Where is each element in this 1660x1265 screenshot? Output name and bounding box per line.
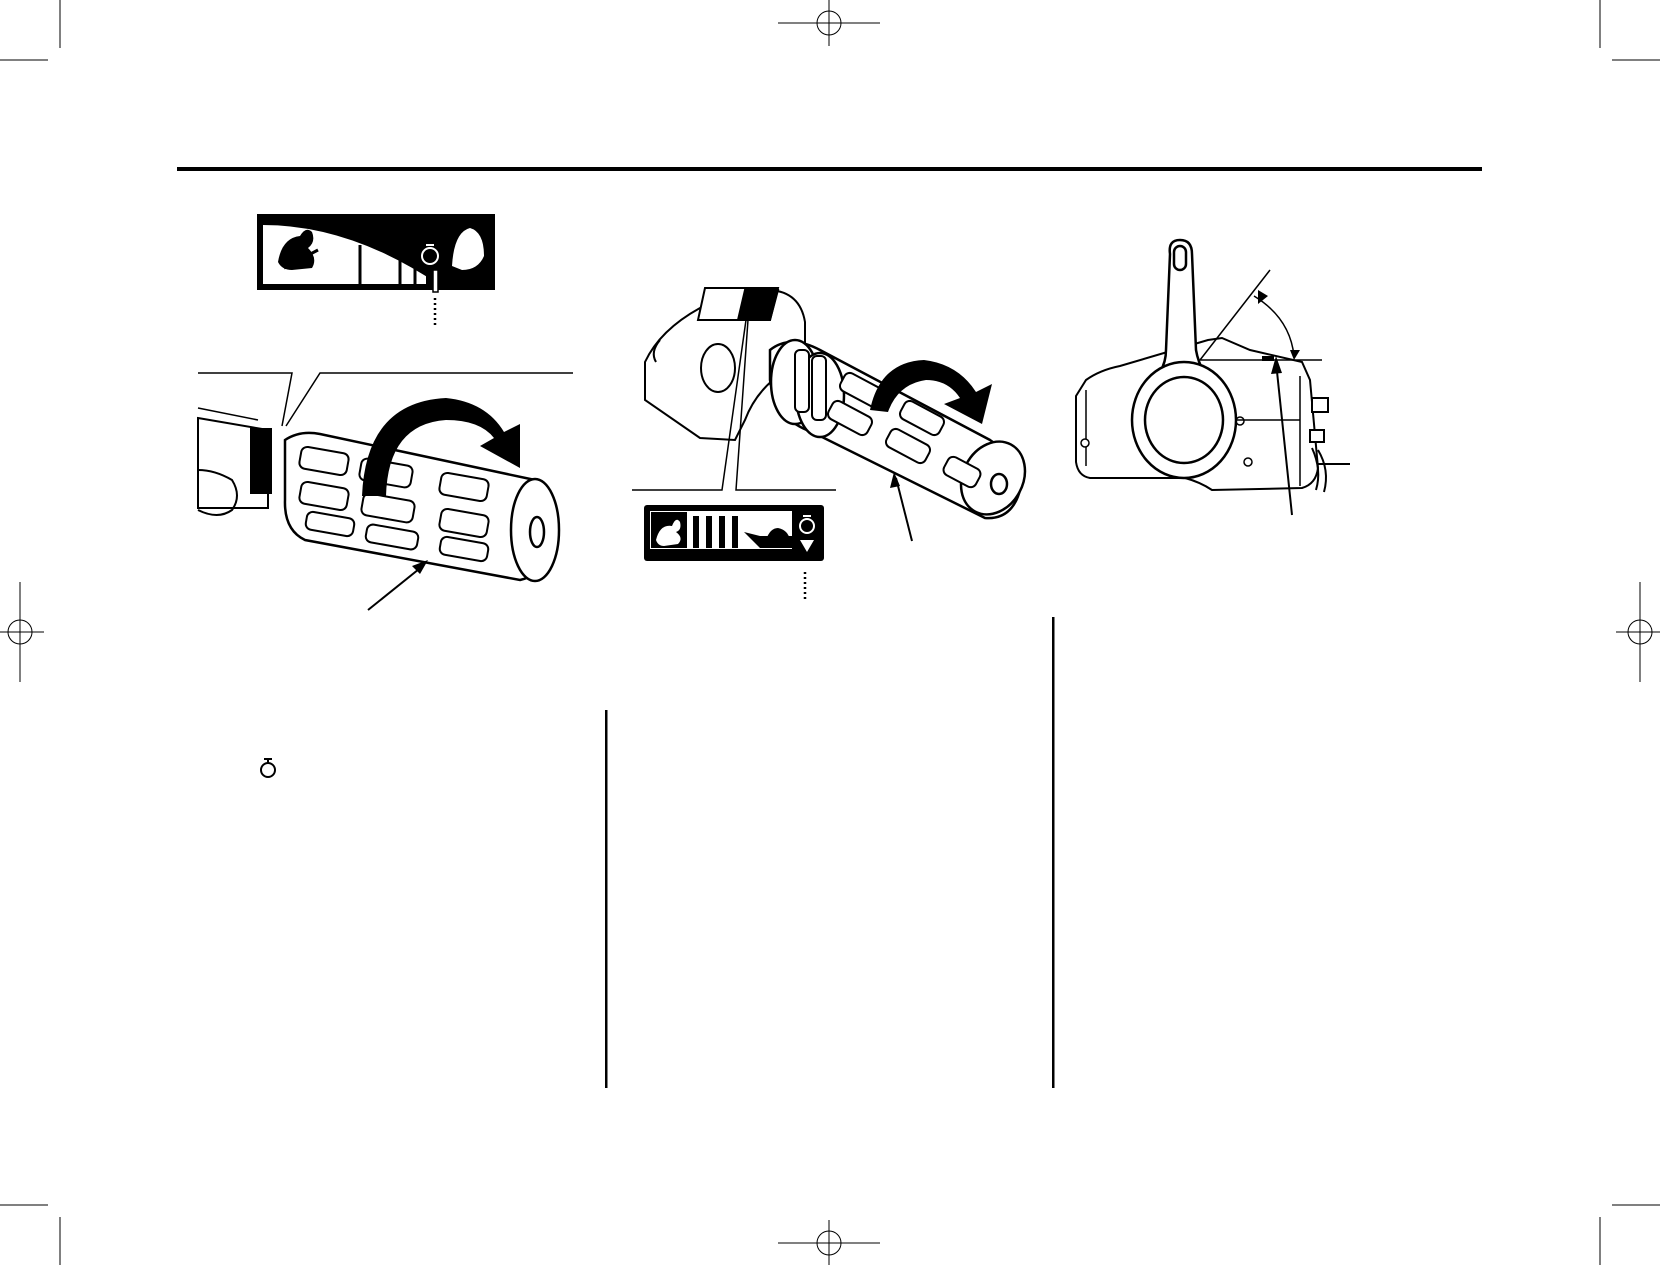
tiller-arm-2 [644,287,806,442]
twist-grip-1 [283,431,561,583]
twist-grip-2 [768,338,1027,520]
tiller-handle-figure [632,287,1027,600]
header-rule [177,167,1482,171]
rotation-arrow-icon [362,398,520,496]
grip-pointer-arrow-1 [367,560,428,611]
tiller-grip-figure [197,214,573,611]
throttle-decal-1 [257,214,495,293]
rabbit-icon [278,229,315,270]
detent-pointer-arrow [1271,356,1293,516]
remote-control-figure [1075,238,1350,516]
registration-mark-left [0,582,44,682]
registration-mark-bottom [778,1220,880,1265]
turtle-icon [766,528,790,540]
throttle-decal-2 [644,505,824,561]
angle-arc-icon [1253,295,1295,357]
control-cable-connector [1309,397,1350,493]
registration-mark-right [1616,582,1660,682]
grip-pointer-arrow-2 [890,472,913,542]
callout-lines-2 [632,319,836,491]
control-lever [1130,238,1238,480]
registration-mark-top [778,0,880,46]
rabbit-icon [656,519,681,546]
tiller-shaft-1 [197,416,272,516]
column-divider-left [605,710,608,1088]
turtle-icon [452,228,484,270]
engine-start-icon [421,244,439,265]
column-divider-right [1052,617,1055,1088]
engine-start-icon [799,515,815,534]
callout-lines-1 [197,372,573,427]
rotation-arrow-icon [870,360,992,424]
engine-start-icon [260,758,276,778]
